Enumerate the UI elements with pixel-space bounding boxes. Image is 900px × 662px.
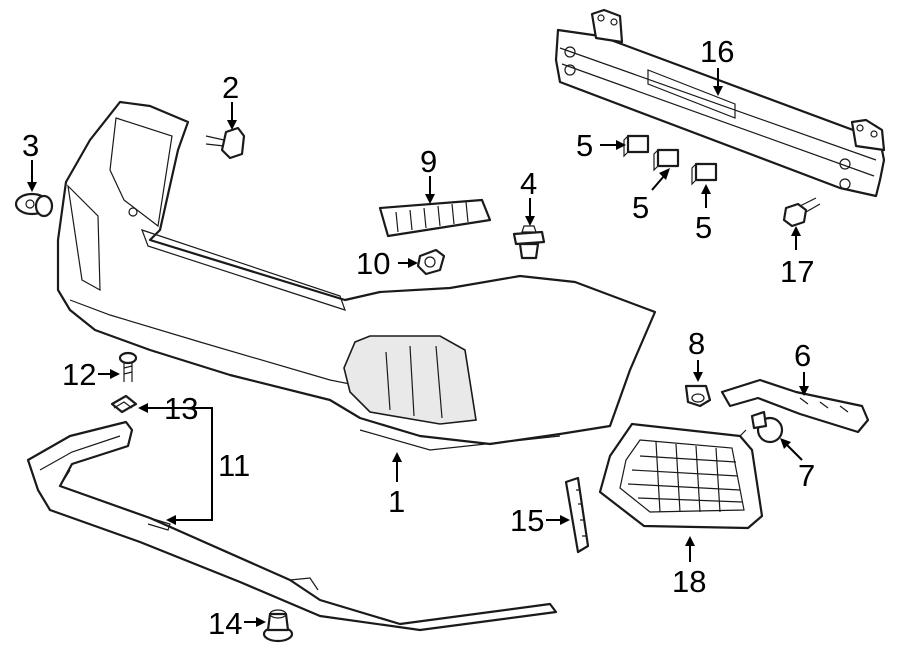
- callout-11: 11: [218, 448, 250, 483]
- callout-2: 2: [222, 70, 239, 105]
- spacer-pad-3: [691, 162, 718, 186]
- callout-10: 10: [356, 246, 390, 281]
- callout-16: 16: [700, 34, 734, 69]
- callout-5b: 5: [632, 190, 649, 225]
- impact-bar: [554, 8, 886, 198]
- side-bracket-6: [720, 378, 870, 434]
- callout-18: 18: [672, 564, 706, 599]
- leaders: [27, 68, 809, 627]
- side-grille-18: [598, 422, 764, 530]
- flange-bolt: [782, 197, 821, 228]
- clip-nut-13: [110, 394, 138, 414]
- push-retainer-14: [262, 609, 294, 643]
- lower-spoiler: [26, 420, 558, 632]
- callout-15: 15: [510, 503, 544, 538]
- grommet-8: [684, 384, 712, 408]
- callout-6: 6: [794, 338, 811, 373]
- spacer-pad-2: [653, 148, 680, 172]
- retainer-clip: [512, 225, 546, 260]
- callout-17: 17: [780, 254, 814, 289]
- callout-5c: 5: [695, 210, 712, 245]
- callout-labels: 1 2 3 4 5 5 5 6 7 8 9 10 11 12 13 14 15 …: [22, 34, 815, 641]
- grille-bracket-15: [564, 476, 590, 554]
- callout-5a: 5: [576, 128, 593, 163]
- nut-3: [14, 192, 54, 218]
- center-bracket: [378, 198, 492, 238]
- push-clip-7: [750, 410, 784, 444]
- callout-9: 9: [420, 144, 437, 179]
- callout-13: 13: [164, 391, 198, 426]
- callout-1: 1: [388, 484, 405, 519]
- bumper-cover: [56, 100, 657, 451]
- bolt-2: [205, 126, 246, 160]
- callout-4: 4: [520, 166, 537, 201]
- callout-8: 8: [688, 326, 705, 361]
- callout-14: 14: [208, 606, 242, 641]
- clip-10: [416, 248, 446, 276]
- callout-12: 12: [62, 357, 96, 392]
- screw-12: [118, 351, 138, 382]
- callout-7: 7: [798, 458, 815, 493]
- spacer-pad-1: [623, 134, 650, 158]
- callout-3: 3: [22, 128, 39, 163]
